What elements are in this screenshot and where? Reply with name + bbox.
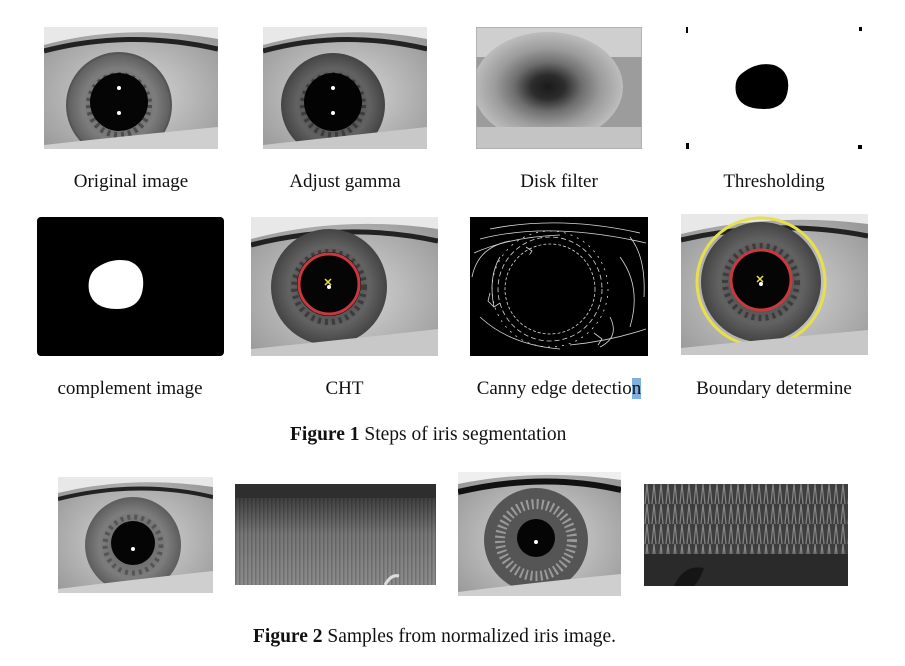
- sample-eye-image-1: [58, 477, 213, 593]
- figure2-caption-text: Samples from normalized iris image.: [322, 626, 617, 647]
- figure1-caption-text: Steps of iris segmentation: [359, 424, 567, 445]
- original-eye-image: [44, 27, 218, 149]
- complement-image: [37, 217, 224, 356]
- figure1-caption: Figure 1 Steps of iris segmentation: [290, 424, 566, 446]
- label-cht: CHT: [325, 378, 364, 399]
- boundary-determine-image: [681, 214, 868, 355]
- label-canny-edge-detection: Canny edge detection: [458, 378, 660, 400]
- label-canny-main: Canny edge detectio: [476, 378, 632, 399]
- adjust-gamma-image: [263, 27, 427, 149]
- figure2-caption-bold: Figure 2: [253, 626, 323, 647]
- label-canny-tail: n: [631, 378, 642, 399]
- figure2-caption: Figure 2 Samples from normalized iris im…: [253, 626, 616, 648]
- sample-eye-image-2: [458, 472, 621, 596]
- label-boundary-determine: Boundary determine: [696, 378, 852, 399]
- label-disk-filter: Disk filter: [520, 171, 598, 192]
- canny-edge-image: [470, 217, 648, 356]
- figure1-caption-bold: Figure 1: [290, 424, 360, 445]
- cht-image: [251, 217, 438, 356]
- thresholding-image: [686, 27, 862, 149]
- label-adjust-gamma: Adjust gamma: [289, 171, 401, 192]
- normalized-iris-strip-1: [235, 484, 436, 585]
- label-original-image: Original image: [73, 171, 189, 192]
- label-thresholding: Thresholding: [723, 171, 825, 192]
- normalized-iris-strip-2: [644, 484, 848, 586]
- label-complement-image: complement image: [57, 378, 203, 399]
- disk-filter-image: [476, 27, 642, 149]
